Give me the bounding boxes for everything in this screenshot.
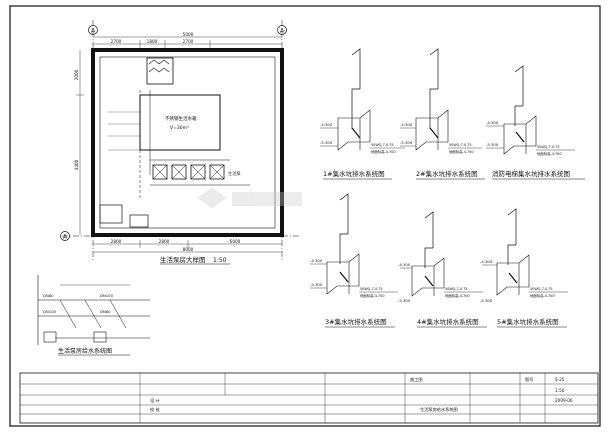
dim-bottom-1: 2800	[111, 239, 122, 244]
axis-label-bottom: A	[63, 234, 68, 241]
dim-bottom-2: 2800	[159, 239, 170, 244]
dim-top-3: 2700	[183, 39, 194, 44]
dim-left-1: 2000	[74, 69, 79, 80]
dim-left-2: 4400	[74, 159, 79, 170]
drain6-level-top: -4.300	[480, 259, 493, 264]
drain-system-2: -4.300 -5.300 50WQ-7-0.75 地面标高-4.700 2#集…	[400, 48, 485, 180]
dim-top-1: 2700	[111, 39, 122, 44]
drain-system-5: -4.300 -5.300 50WQ-7-0.75 地面标高-4.700 4#集…	[398, 211, 487, 328]
dim-top-4: 5000	[183, 32, 194, 37]
drain4-level-bottom: -5.300	[310, 282, 323, 287]
tb-check-label: 校 核	[150, 406, 161, 413]
drain5-level-top: -4.300	[398, 262, 411, 267]
drain-system-4: -4.300 -5.300 50WQ-7-0.75 地面标高-4.700 3#集…	[310, 193, 398, 328]
tank-label: 不锈钢生活水箱	[165, 115, 197, 122]
drain6-level-bottom: -5.300	[480, 298, 493, 303]
drain5-height-note: 地面标高-4.700	[445, 293, 470, 298]
drain1-level-top: -4.300	[320, 122, 333, 127]
drain3-title: 消防电梯集水坑排水系统图	[492, 169, 570, 178]
drain1-level-bottom: -5.300	[320, 140, 333, 145]
pump-unit-1	[152, 164, 168, 180]
supply-title: 生活泵房给水系统图	[58, 347, 112, 355]
drain5-title: 4#集水坑排水系统图	[417, 317, 479, 326]
pump-room-wall	[91, 48, 284, 237]
title-block: 设 计 校 核 图号 S-25 1:50 2009-06 生活泵房给水系统图 施…	[19, 372, 599, 424]
drain5-pump-note: 50WQ-7-0.75	[445, 287, 468, 291]
drain3-level-top: -4.300	[486, 120, 499, 125]
tb-drawing-name: 生活泵房给水系统图	[420, 406, 458, 413]
drain3-height-note: 地面标高-4.700	[537, 151, 562, 156]
tb-stage: 施工图	[410, 376, 423, 383]
drain2-pump-note: 50WQ-7-0.75	[449, 143, 472, 147]
pump-unit-4	[209, 164, 225, 180]
pump-unit-3	[190, 164, 206, 180]
tb-date: 2009-06	[555, 398, 573, 403]
drain-system-3: -4.300 -5.300 50WQ-7-0.75 地面标高-4.700 消防电…	[486, 65, 585, 180]
water-tank	[139, 94, 221, 151]
top-equipment	[146, 57, 174, 85]
drain1-height-note: 地面标高-4.700	[371, 149, 396, 154]
drain-system-6: -4.300 -5.300 50WQ-7-0.75 地面标高-4.700 5#集…	[480, 208, 568, 328]
drain4-pump-note: 50WQ-7-0.75	[360, 287, 383, 291]
drain1-title: 1#集水坑排水系统图	[323, 169, 385, 178]
drain6-title: 5#集水坑排水系统图	[497, 317, 559, 326]
drain5-level-bottom: -5.300	[398, 298, 411, 303]
tb-scale: 1:50	[555, 388, 565, 393]
dim-bottom-3: 5000	[230, 239, 241, 244]
pump-room-plan: A A A 2700 1800 2700 5000 不锈钢生活水箱 V=30m³	[60, 20, 300, 265]
supply-note-3: DN100	[100, 293, 114, 298]
drain2-height-note: 地面标高-4.700	[449, 149, 474, 154]
drain2-level-bottom: -5.300	[400, 140, 413, 145]
axis-label-right: A	[280, 28, 285, 35]
plan-scale: 1:50	[213, 257, 227, 264]
axis-bubble-bottom: A	[60, 231, 70, 241]
drain3-level-bottom: -5.300	[486, 142, 499, 147]
drain4-title: 3#集水坑排水系统图	[325, 317, 387, 326]
tb-design-label: 设 计	[150, 397, 160, 404]
drain2-level-top: -4.300	[400, 122, 413, 127]
tb-drawing-no: S-25	[555, 377, 565, 382]
tank-volume: V=30m³	[170, 125, 189, 131]
axis-label-left: A	[91, 28, 96, 35]
drain4-height-note: 地面标高-4.700	[360, 293, 385, 298]
pump-unit-2	[171, 164, 187, 180]
axis-bubble-left: A	[88, 25, 98, 35]
supply-system-diagram: DN80 DN100 DN100 DN80 生活泵房给水系统图	[37, 275, 150, 356]
dim-top-2: 1800	[147, 39, 158, 44]
watermark-logo	[197, 187, 302, 209]
drain6-pump-note: 50WQ-7-0.75	[530, 287, 553, 291]
sheet-border	[9, 5, 601, 427]
tb-drawing-no-label: 图号	[525, 377, 533, 383]
drain2-title: 2#集水坑排水系统图	[416, 169, 478, 178]
drain1-pump-note: 50WQ-7-0.75	[371, 143, 394, 147]
room-label: 生活泵	[228, 170, 241, 177]
supply-note-2: DN100	[43, 309, 57, 314]
axis-bubble-right: A	[277, 25, 287, 35]
drain3-pump-note: 50WQ-7-0.75	[537, 145, 560, 149]
plan-title: 生活泵房大样图	[160, 255, 206, 264]
drain4-level-top: -4.300	[310, 258, 323, 263]
supply-note-4: DN80	[100, 309, 111, 314]
drain6-height-note: 地面标高-4.700	[530, 293, 555, 298]
supply-note-1: DN80	[43, 293, 54, 298]
drain-system-1: -4.300 -5.300 50WQ-7-0.75 地面标高-4.700 1#集…	[320, 48, 405, 180]
dim-bottom-4: 8000	[183, 247, 194, 252]
